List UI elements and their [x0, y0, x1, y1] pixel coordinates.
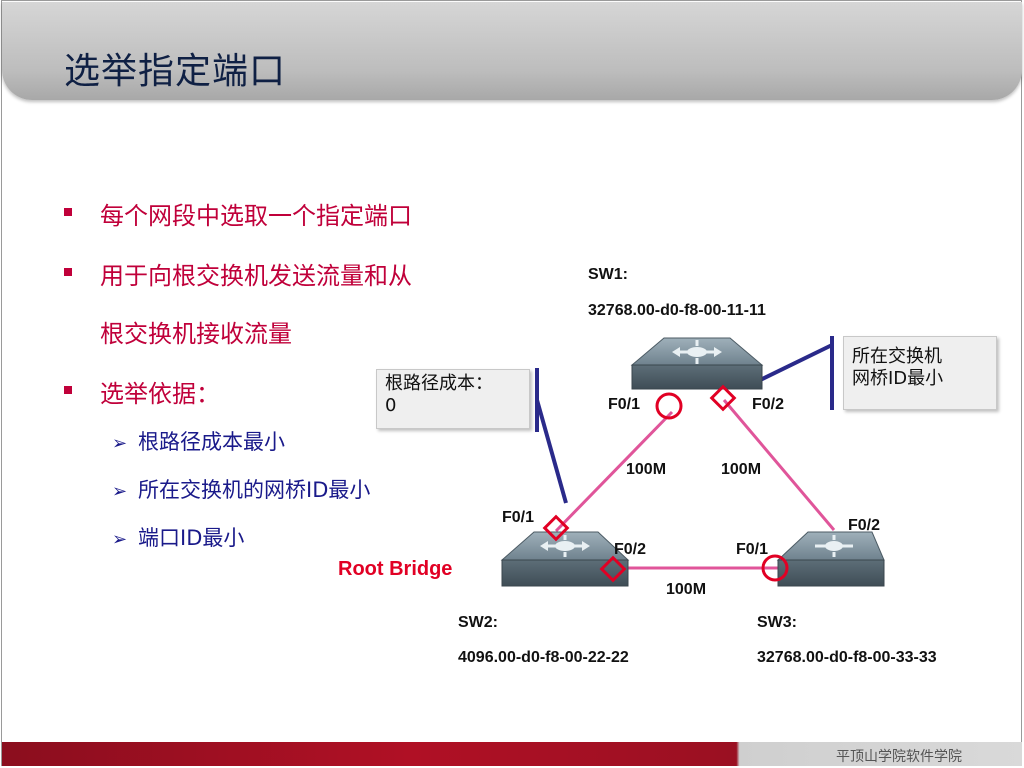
sw3-bridge-id: 32768.00-d0-f8-00-33-33 — [757, 649, 937, 666]
sub-item: ➢ 根路径成本最小 — [112, 426, 285, 456]
sub-item: ➢ 端口ID最小 — [112, 522, 244, 552]
port-label: F0/2 — [614, 541, 647, 558]
link-label: 100M — [666, 581, 707, 598]
link-label: 100M — [626, 461, 667, 478]
sw2-bridge-id: 4096.00-d0-f8-00-22-22 — [458, 649, 629, 666]
footer-text: 平顶山学院软件学院 — [836, 749, 962, 765]
page-title: 选举指定端口 — [64, 51, 287, 92]
footer-bar: 平顶山学院软件学院 — [2, 742, 1022, 766]
callout-bridge-id: 所在交换机 网桥ID最小 — [843, 336, 997, 410]
sw1-bridge-id: 32768.00-d0-f8-00-11-11 — [588, 302, 766, 319]
bullet-marker-icon — [64, 386, 72, 394]
sw2-name: SW2: — [458, 614, 498, 631]
callout-line: 0 — [385, 395, 397, 416]
port-label: F0/2 — [848, 517, 881, 534]
sub-item-text: 所在交换机的网桥ID最小 — [138, 478, 371, 502]
port-label: F0/1 — [608, 396, 641, 413]
sub-item-text: 端口ID最小 — [138, 526, 245, 550]
callout-line: 网桥ID最小 — [852, 368, 944, 389]
sub-item: ➢ 所在交换机的网桥ID最小 — [112, 474, 370, 504]
link-label: 100M — [721, 461, 762, 478]
callout-line: 根路径成本： — [385, 373, 493, 394]
arrow-bullet-icon: ➢ — [112, 433, 128, 454]
port-label: F0/1 — [736, 541, 769, 558]
root-bridge-label: Root Bridge — [338, 558, 453, 580]
callout-line: 所在交换机 — [852, 346, 942, 367]
port-label: F0/1 — [502, 509, 535, 526]
title-bar — [2, 2, 1022, 100]
callout-root-path-cost: 根路径成本： 0 — [376, 369, 530, 429]
sw1-name: SW1: — [588, 266, 628, 283]
bullet-text: 每个网段中选取一个指定端口 — [100, 202, 412, 230]
bullet-text: 选举依据： — [100, 380, 220, 408]
bullet-marker-icon — [64, 208, 72, 216]
arrow-bullet-icon: ➢ — [112, 481, 128, 502]
port-label: F0/2 — [752, 396, 785, 413]
bullet-marker-icon — [64, 268, 72, 276]
arrow-bullet-icon: ➢ — [112, 529, 128, 550]
sw3-name: SW3: — [757, 614, 797, 631]
bullet-text: 用于向根交换机发送流量和从 — [100, 262, 412, 290]
sub-item-text: 根路径成本最小 — [138, 430, 285, 454]
bullet-text: 根交换机接收流量 — [100, 320, 292, 348]
